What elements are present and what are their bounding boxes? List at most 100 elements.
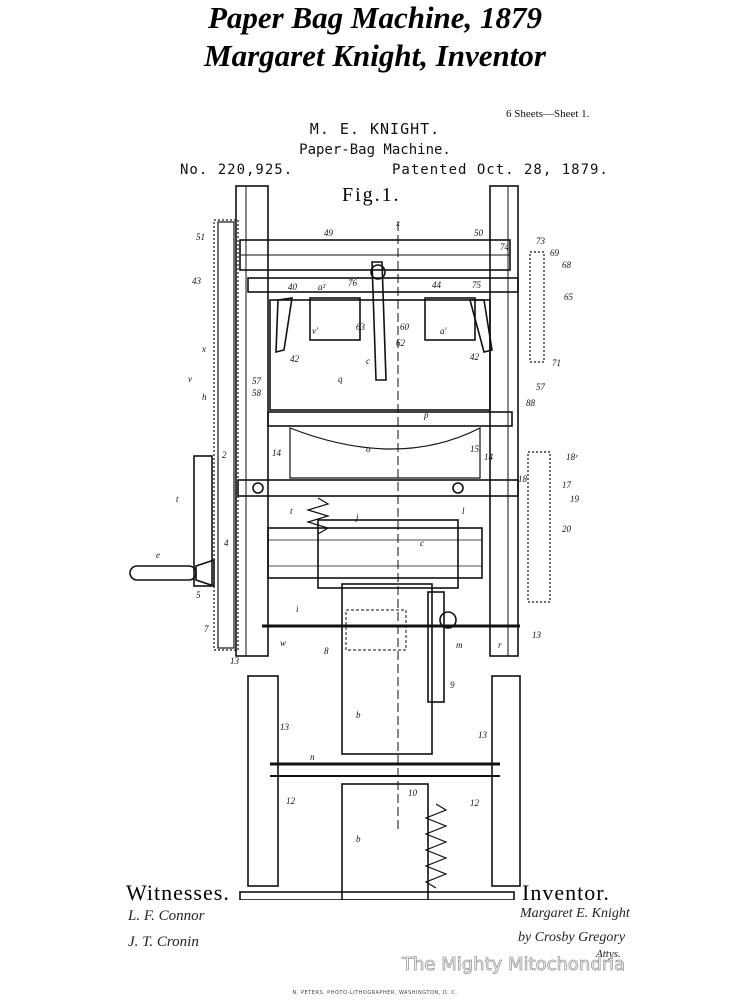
ref-14-left: 14: [272, 448, 282, 458]
ref-13-b: 13: [230, 656, 240, 666]
ref-10: 10: [408, 788, 418, 798]
ref-a1: a': [440, 326, 448, 336]
lower-beam: [237, 479, 519, 497]
ref-r: r: [498, 640, 502, 650]
witness-signature-1: L. F. Connor: [128, 908, 205, 924]
ref-c-arm: c: [366, 356, 370, 366]
poster-title-line-1: Paper Bag Machine, 1879: [207, 0, 543, 35]
ref-14-right: 14: [484, 452, 494, 462]
patent-inventor-name: M. E. KNIGHT.: [309, 120, 441, 138]
ref-m: m: [456, 640, 463, 650]
ref-62: 62: [396, 338, 406, 348]
ref-p: p: [423, 410, 429, 420]
ref-13-d: 13: [478, 730, 488, 740]
right-frame: [489, 185, 519, 657]
ref-a2: a²: [318, 282, 326, 292]
ref-12-right: 12: [470, 798, 480, 808]
ref-74: 74: [500, 242, 510, 252]
ref-71: 71: [552, 358, 561, 368]
ref-v1: v': [312, 326, 319, 336]
witness-signature-2: J. T. Cronin: [128, 934, 199, 950]
ref-17: 17: [562, 480, 572, 490]
ref-73: 73: [536, 236, 546, 246]
ref-15: 15: [470, 444, 480, 454]
patent-date: Patented Oct. 28, 1879.: [392, 162, 609, 178]
attys-label: Attys.: [596, 948, 621, 960]
ref-j: j: [355, 512, 359, 522]
base: [239, 891, 515, 900]
ref-b-lower: b: [356, 834, 361, 844]
ref-c-cylinder: c: [420, 538, 424, 548]
ref-2: 2: [222, 450, 227, 460]
ref-57-right: 57: [536, 382, 546, 392]
lower-right-frame: [491, 675, 521, 887]
ref-4: 4: [224, 538, 229, 548]
paper-tube-upper: [341, 583, 433, 755]
inventor-label: Inventor.: [522, 880, 610, 905]
patent-number: No. 220,925.: [180, 162, 294, 178]
ref-8: 8: [324, 646, 329, 656]
ref-e: e: [156, 550, 160, 560]
ref-18: 18: [518, 474, 528, 484]
paper-tube-lower: [341, 783, 429, 900]
ref-40: 40: [288, 282, 298, 292]
center-arm: [371, 261, 387, 381]
right-gears: [527, 251, 551, 603]
inventor-signature: Margaret E. Knight: [520, 906, 630, 921]
ref-58: 58: [252, 388, 262, 398]
lower-spring: [424, 803, 448, 889]
ref-42-left: 42: [290, 354, 300, 364]
ref-12-left: 12: [286, 796, 296, 806]
left-gear-stack: [213, 219, 239, 651]
ref-h: h: [202, 392, 207, 402]
ref-51: 51: [196, 232, 205, 242]
ref-50: 50: [474, 228, 484, 238]
ref-69: 69: [550, 248, 560, 258]
ref-75: 75: [472, 280, 482, 290]
ref-x-top: x: [395, 218, 400, 228]
lower-left-frame: [247, 675, 279, 887]
ref-o: o: [366, 444, 371, 454]
poster-title-line-2: Margaret Knight, Inventor: [204, 38, 546, 73]
ref-44: 44: [432, 280, 442, 290]
sheet-count: 6 Sheets—Sheet 1.: [506, 108, 590, 120]
ref-n: n: [310, 752, 315, 762]
ref-x: x: [201, 344, 206, 354]
witnesses-label: Witnesses.: [126, 880, 230, 905]
figure-label: Fig.1.: [342, 184, 401, 206]
upper-chamber: [269, 299, 491, 411]
ref-49: 49: [324, 228, 334, 238]
crank-handle: [129, 455, 215, 588]
ref-w: w: [280, 638, 286, 648]
ref-7: 7: [204, 624, 209, 634]
ref-5: 5: [196, 590, 201, 600]
ref-18x: 18ˣ: [566, 452, 578, 462]
ref-42-right: 42: [470, 352, 480, 362]
patent-invention-title: Paper-Bag Machine.: [299, 142, 451, 158]
ref-13-a: 13: [532, 630, 542, 640]
ref-v: v: [188, 374, 192, 384]
ref-q: q: [338, 374, 343, 384]
ref-57-left: 57: [252, 376, 262, 386]
ref-t-right: t: [290, 506, 293, 516]
ref-13-c: 13: [280, 722, 290, 732]
ref-68: 68: [562, 260, 572, 270]
ref-20: 20: [562, 524, 572, 534]
ref-63: 63: [356, 322, 366, 332]
ref-t-left: t: [176, 494, 179, 504]
watermark-text: The Mighty Mitochondria: [402, 954, 626, 976]
ref-i: i: [296, 604, 299, 614]
lithographer-credit: N. PETERS, PHOTO-LITHOGRAPHER, WASHINGTO…: [292, 990, 458, 996]
attorney-signature: by Crosby Gregory: [518, 930, 626, 945]
ref-l: l: [462, 506, 465, 516]
ref-19: 19: [570, 494, 580, 504]
ref-88: 88: [526, 398, 536, 408]
ref-76: 76: [348, 278, 358, 288]
patent-drawing: 51 49 50 74 73 69 68 43 40 a² 76 44 75 6…: [129, 185, 580, 900]
middle-plate: [267, 411, 513, 427]
ref-9: 9: [450, 680, 455, 690]
cylinder: [267, 527, 483, 579]
ref-43: 43: [192, 276, 202, 286]
ref-65: 65: [564, 292, 574, 302]
ref-60: 60: [400, 322, 410, 332]
